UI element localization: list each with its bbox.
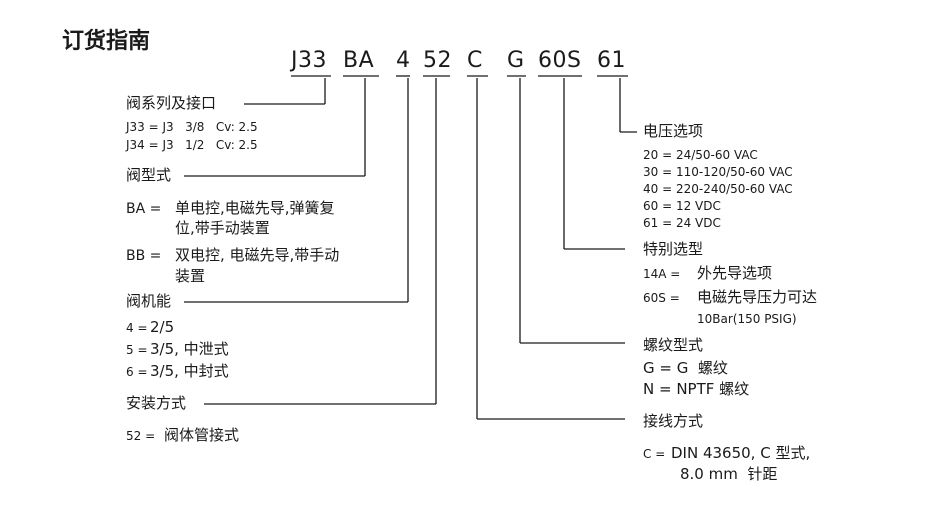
- function-r3-key: 6 =: [126, 365, 148, 379]
- series-row-j34: J34 = J3 1/2 Cv: 2.5: [126, 138, 258, 152]
- voltage-row-40: 40 = 220-240/50-60 VAC: [643, 182, 793, 196]
- code-part-mount: 52: [423, 48, 452, 73]
- voltage-row-30: 30 = 110-120/50-60 VAC: [643, 165, 793, 179]
- mount-r1-val: 阀体管接式: [164, 426, 240, 444]
- page-title: 订货指南: [62, 29, 151, 54]
- thread-heading: 螺纹型式: [643, 336, 704, 354]
- type-bb-text-1: 双电控, 电磁先导,带手动: [175, 246, 340, 264]
- code-part-function: 4: [396, 48, 411, 73]
- special-r1-key: 14A =: [643, 267, 681, 281]
- code-part-type: BA: [343, 48, 375, 73]
- special-r2-val: 电磁先导压力可达: [697, 288, 818, 306]
- voltage-heading: 电压选项: [643, 122, 704, 140]
- series-heading: 阀系列及接口: [126, 94, 217, 112]
- mount-r1-key: 52 =: [126, 429, 156, 443]
- wiring-r2-val: 8.0 mm 针距: [680, 465, 778, 483]
- function-heading: 阀机能: [126, 292, 172, 310]
- voltage-row-60: 60 = 12 VDC: [643, 199, 721, 213]
- voltage-row-61: 61 = 24 VDC: [643, 216, 721, 230]
- function-r2-val: 3/5, 中泄式: [150, 340, 229, 358]
- thread-row-n: N = NPTF 螺纹: [643, 380, 750, 398]
- special-heading: 特别选型: [643, 240, 704, 258]
- code-part-series: J33: [291, 48, 327, 73]
- thread-row-g: G = G 螺纹: [643, 359, 728, 377]
- type-bb-text-2: 装置: [175, 267, 206, 285]
- type-bb-key: BB =: [126, 248, 162, 264]
- function-r2-key: 5 =: [126, 343, 148, 357]
- code-part-voltage: 61: [597, 48, 626, 73]
- wiring-heading: 接线方式: [643, 412, 704, 430]
- code-part-wiring: C: [467, 48, 483, 73]
- special-r2-key: 60S =: [643, 291, 680, 305]
- mount-heading: 安装方式: [126, 394, 187, 412]
- code-part-thread: G: [507, 48, 525, 73]
- wiring-r1-key: C =: [643, 447, 666, 461]
- function-r3-val: 3/5, 中封式: [150, 362, 229, 380]
- special-r1-val: 外先导选项: [697, 264, 773, 282]
- type-heading: 阀型式: [126, 166, 172, 184]
- function-r1-key: 4 =: [126, 321, 148, 335]
- special-r2-note: 10Bar(150 PSIG): [697, 312, 797, 326]
- type-ba-text-1: 单电控,电磁先导,弹簧复: [175, 199, 335, 217]
- series-row-j33: J33 = J3 3/8 Cv: 2.5: [126, 120, 258, 134]
- function-r1-val: 2/5: [150, 318, 175, 336]
- voltage-row-20: 20 = 24/50-60 VAC: [643, 148, 758, 162]
- wiring-r1-val: DIN 43650, C 型式,: [671, 444, 811, 462]
- type-ba-key: BA =: [126, 201, 162, 217]
- type-ba-text-2: 位,带手动装置: [175, 219, 270, 237]
- code-part-special: 60S: [538, 48, 582, 73]
